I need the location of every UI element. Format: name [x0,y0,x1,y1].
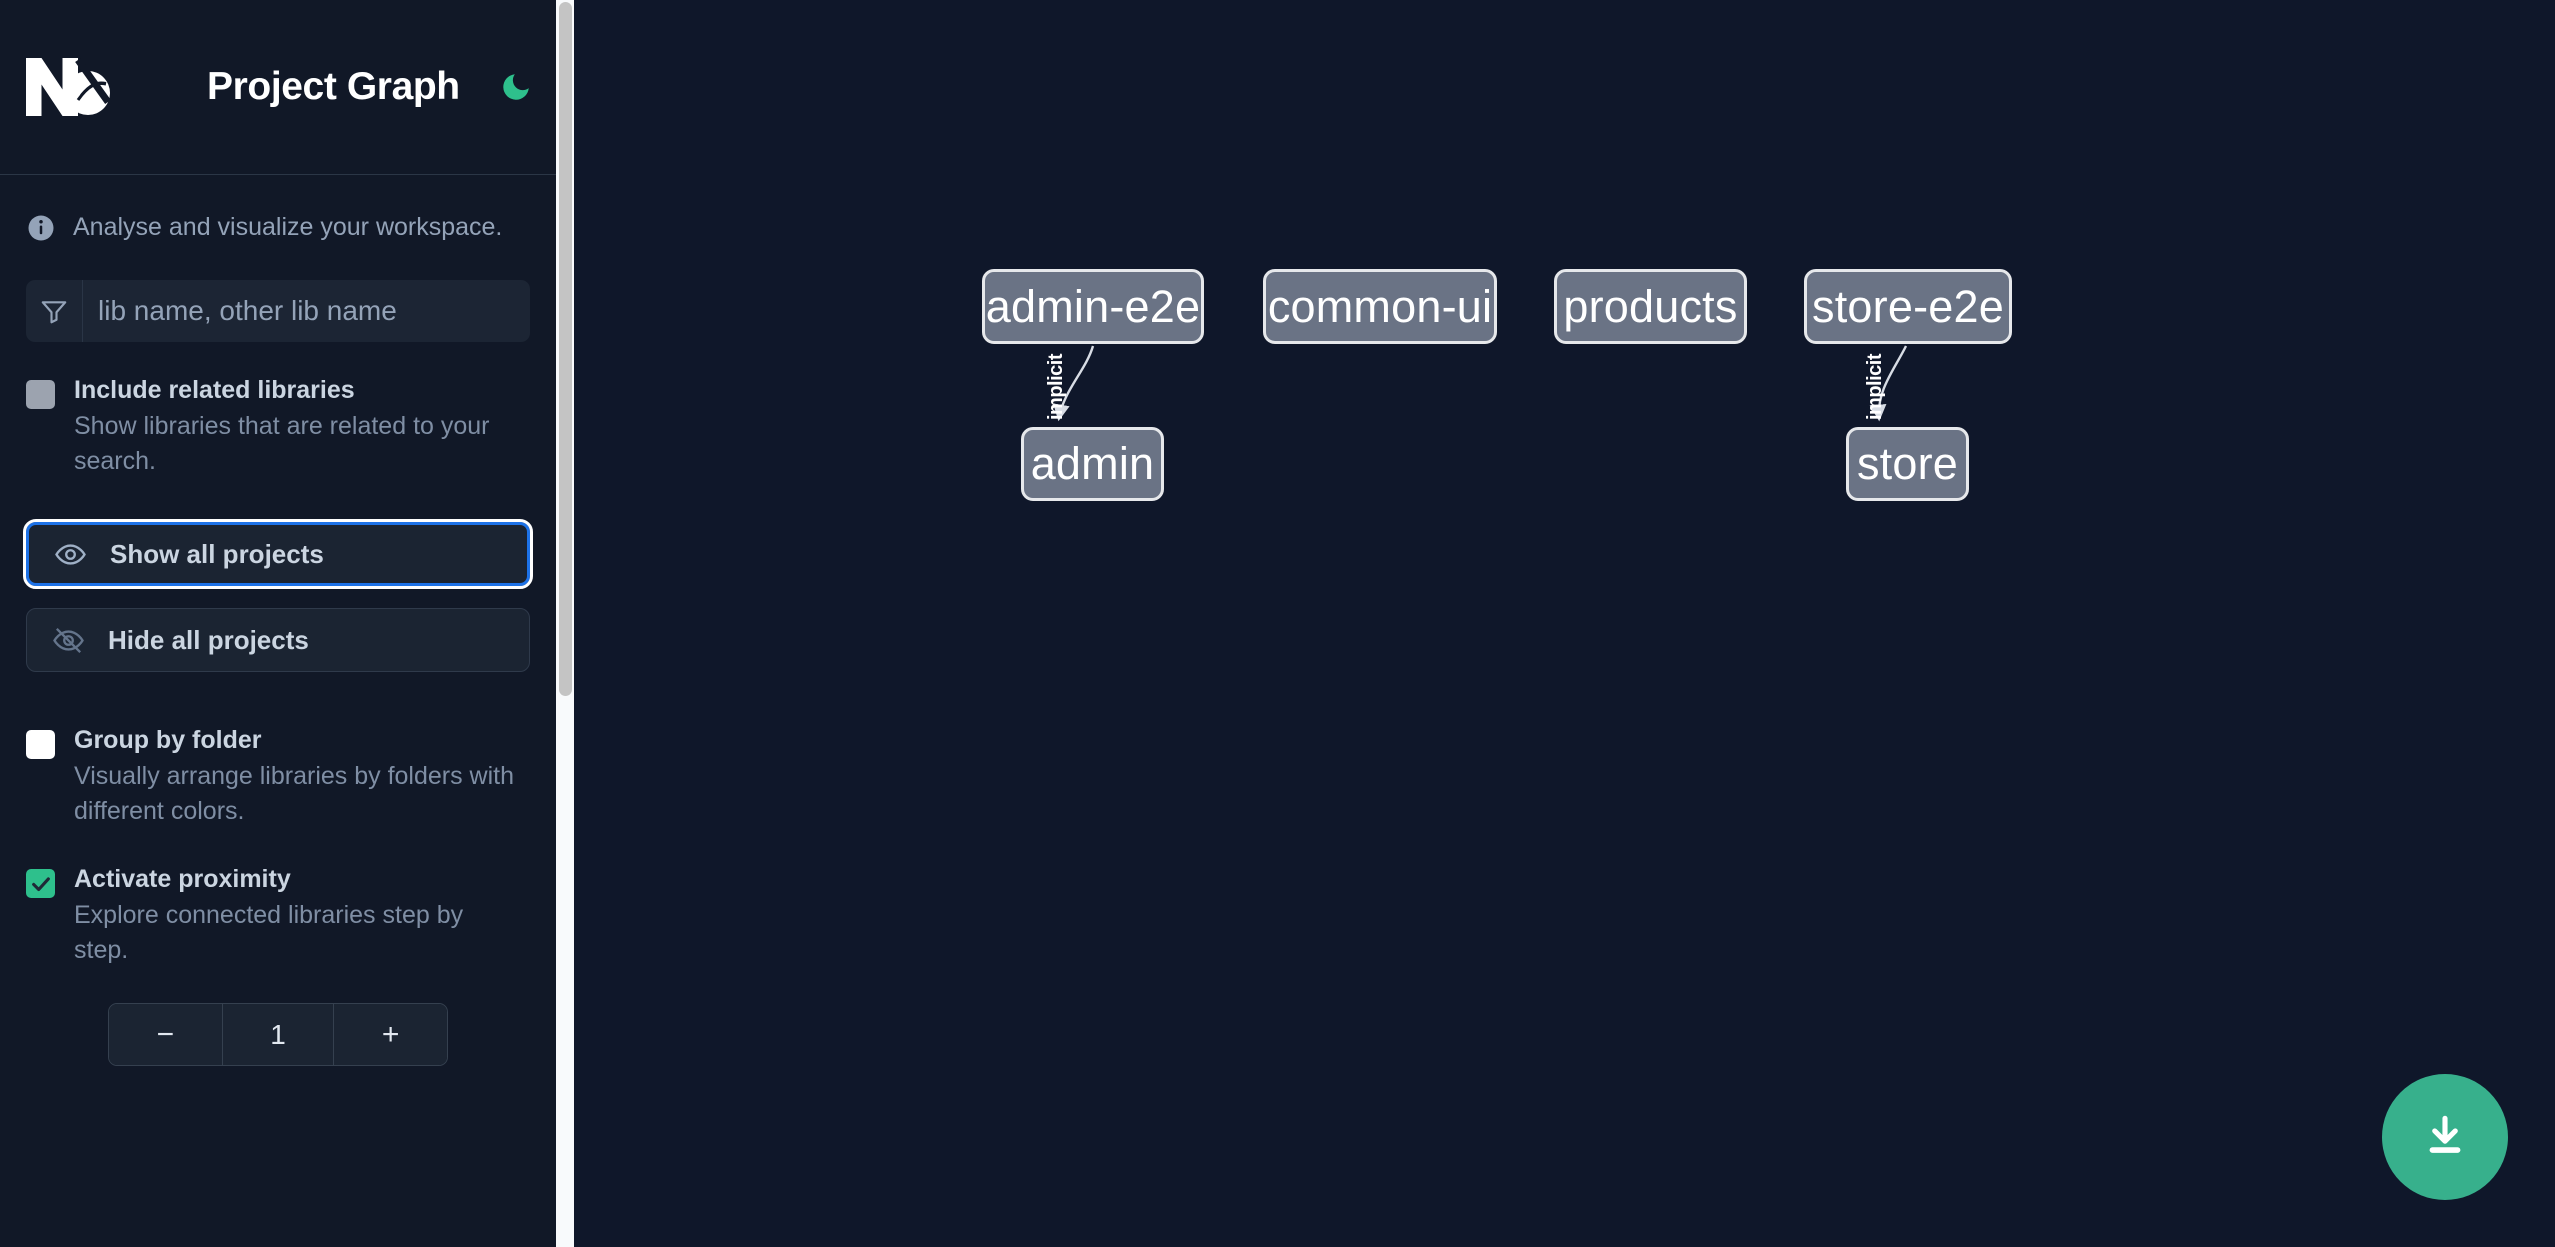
tagline-row: Analyse and visualize your workspace. [0,175,556,280]
include-related-libraries-checkbox[interactable] [26,380,55,409]
proximity-stepper[interactable]: − 1 + [108,1003,448,1066]
download-button[interactable] [2382,1074,2508,1200]
eye-icon [55,543,86,565]
activate-proximity-label: Activate proximity [74,865,291,893]
graph-edges [1053,345,1908,422]
option-group-by-folder: Group by folder Visually arrange librari… [0,724,556,828]
filter-row [0,280,556,342]
nx-logo-icon [26,57,111,116]
funnel-glyph [41,301,67,324]
hide-all-wrap: Hide all projects [0,608,556,672]
sidebar-header: Project Graph [0,0,556,175]
graph-node-common-ui[interactable]: common-ui [1263,269,1497,344]
moon-glyph [503,74,529,100]
group-by-folder-label: Group by folder [74,726,262,754]
activate-proximity-desc: Explore connected libraries step by step… [74,901,464,964]
check-icon [31,876,50,891]
search-input[interactable] [83,280,530,342]
info-icon [28,215,54,240]
graph-node-store-e2e[interactable]: store-e2e [1804,269,2012,344]
option-activate-proximity: Activate proximity Explore connected lib… [0,863,556,967]
option-include-related-libraries: Include related libraries Show libraries… [0,374,556,478]
graph-node-store[interactable]: store [1846,427,1969,501]
show-all-projects-label: Show all projects [110,538,324,569]
graph-canvas[interactable]: implicit implicit admin-e2e common-ui pr… [574,0,2555,1247]
activate-proximity-checkbox[interactable] [26,869,55,898]
tagline-text: Analyse and visualize your workspace. [73,213,503,241]
include-related-libraries-desc: Show libraries that are related to your … [74,412,490,475]
graph-node-products[interactable]: products [1554,269,1747,344]
graph-node-admin-e2e[interactable]: admin-e2e [982,269,1204,344]
eye-slash-icon [53,627,84,653]
sidebar-scrollbar-thumb[interactable] [559,2,572,696]
proximity-decrement-button[interactable]: − [109,1004,222,1065]
edge-label-admin: implicit [1045,354,1067,421]
group-by-folder-checkbox[interactable] [26,730,55,759]
moon-icon[interactable] [496,67,536,107]
proximity-value: 1 [221,1004,335,1065]
proximity-increment-button[interactable]: + [334,1004,447,1065]
proximity-stepper-wrap: − 1 + [0,1003,556,1066]
sidebar: Project Graph Analyse and visualize your… [0,0,556,1247]
search-box[interactable] [26,280,530,342]
hide-all-projects-label: Hide all projects [108,624,309,655]
graph-node-admin[interactable]: admin [1021,427,1164,501]
group-by-folder-desc: Visually arrange libraries by folders wi… [74,762,515,825]
download-icon [2429,1115,2461,1153]
include-related-libraries-label: Include related libraries [74,376,355,404]
edge-label-store: implicit [1864,354,1886,421]
funnel-icon [26,280,83,342]
show-all-wrap: Show all projects [0,519,556,589]
show-all-projects-button[interactable]: Show all projects [23,519,533,589]
hide-all-projects-button[interactable]: Hide all projects [26,608,530,672]
page-title: Project Graph [207,65,460,108]
